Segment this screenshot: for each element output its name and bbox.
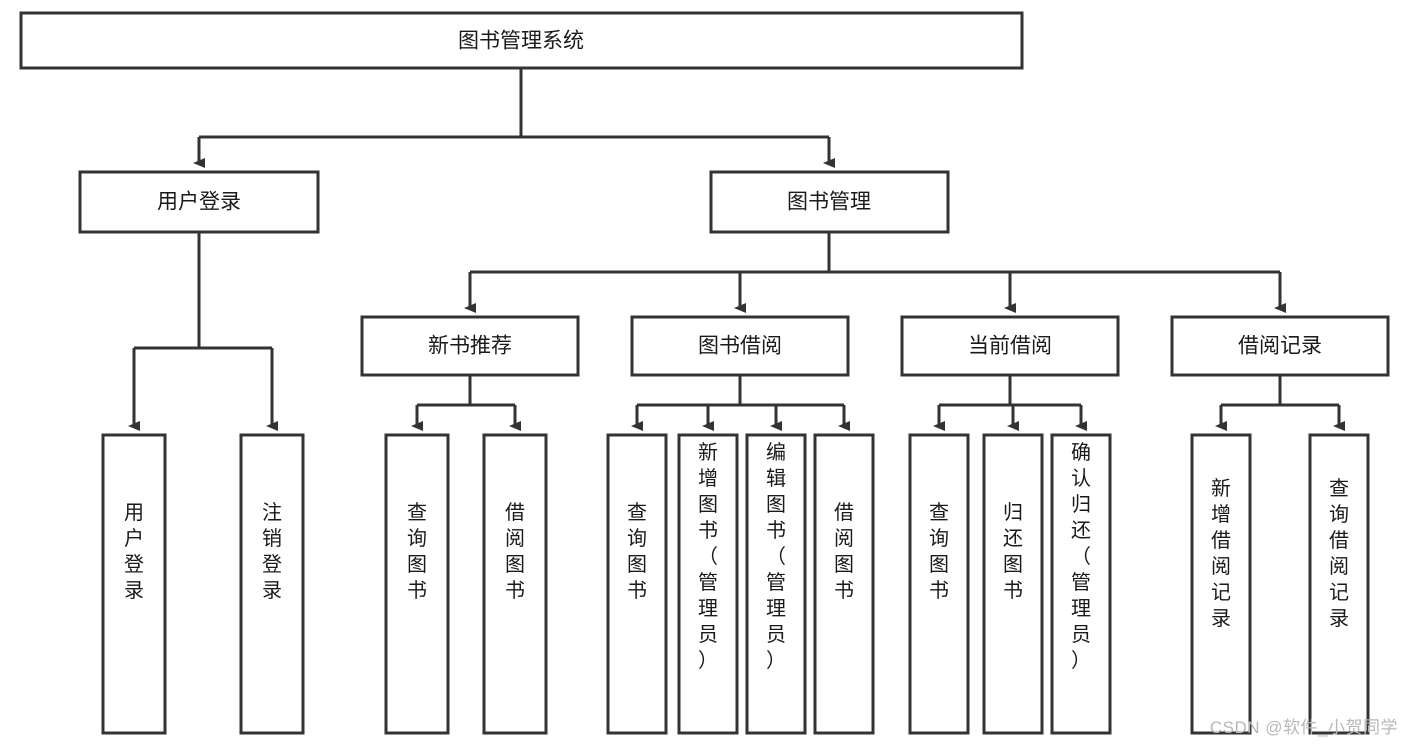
node-current-borrow[interactable]: 当前借阅 [900, 315, 1120, 377]
node-user-login[interactable]: 用户登录 [78, 170, 320, 234]
leaf-borrow-book-recommend-box[interactable] [482, 433, 548, 735]
leaf-return-book[interactable]: 归还图书 [982, 433, 1044, 735]
leaf-borrow-book[interactable]: 借阅图书 [813, 433, 875, 735]
leaf-add-book-admin-label: 新增图书（管理员） [698, 441, 718, 672]
leaf-confirm-return-admin[interactable]: 确认归还（管理员） [1050, 433, 1112, 735]
node-borrow-record-label: 借阅记录 [1238, 335, 1322, 358]
leaf-return-book-box[interactable] [982, 433, 1044, 735]
leaf-query-book-current[interactable]: 查询图书 [908, 433, 970, 735]
leaf-query-borrow-record[interactable]: 查询借阅记录 [1308, 433, 1370, 735]
leaf-query-book-current-label: 查询图书 [929, 501, 949, 602]
node-new-book-recommend-label: 新书推荐 [428, 335, 512, 358]
leaf-confirm-return-admin-box[interactable] [1050, 433, 1112, 735]
leaf-query-borrow-record-box[interactable] [1308, 433, 1370, 735]
node-user-login-box[interactable] [78, 170, 320, 234]
leaf-add-borrow-record-box[interactable] [1190, 433, 1252, 735]
node-book-borrow[interactable]: 图书借阅 [630, 315, 850, 377]
leaf-user-login[interactable]: 用户登录 [101, 433, 167, 735]
node-book-management[interactable]: 图书管理 [709, 170, 950, 234]
leaf-return-book-label: 归还图书 [1003, 501, 1023, 602]
leaf-query-book-current-box[interactable] [908, 433, 970, 735]
node-root-system-box[interactable] [19, 11, 1024, 70]
leaf-add-borrow-record[interactable]: 新增借阅记录 [1190, 433, 1252, 735]
leaf-borrow-book-box[interactable] [813, 433, 875, 735]
leaf-borrow-book-label: 借阅图书 [834, 501, 854, 602]
node-new-book-recommend[interactable]: 新书推荐 [360, 315, 580, 377]
node-book-borrow-box[interactable] [630, 315, 850, 377]
leaf-edit-book-admin-label: 编辑图书（管理员） [766, 441, 786, 672]
leaf-add-book-admin-box[interactable] [677, 433, 739, 735]
csdn-watermark: CSDN @软件_小贺同学 [1210, 718, 1398, 737]
leaf-query-book-recommend-box[interactable] [384, 433, 450, 735]
node-new-book-recommend-box[interactable] [360, 315, 580, 377]
node-current-borrow-label: 当前借阅 [968, 335, 1052, 358]
node-borrow-record[interactable]: 借阅记录 [1170, 315, 1390, 377]
leaf-query-book-borrow-label: 查询图书 [627, 501, 647, 602]
leaf-query-book-borrow[interactable]: 查询图书 [606, 433, 668, 735]
leaf-query-book-recommend-label: 查询图书 [407, 501, 427, 602]
leaf-edit-book-admin[interactable]: 编辑图书（管理员） [745, 433, 807, 735]
node-user-login-label: 用户登录 [157, 191, 241, 214]
leaf-user-login-label: 用户登录 [124, 502, 144, 602]
leaf-borrow-book-recommend[interactable]: 借阅图书 [482, 433, 548, 735]
leaf-query-book-recommend[interactable]: 查询图书 [384, 433, 450, 735]
leaf-edit-book-admin-box[interactable] [745, 433, 807, 735]
leaf-query-book-borrow-box[interactable] [606, 433, 668, 735]
node-book-management-box[interactable] [709, 170, 950, 234]
connector-layer [128, 68, 1345, 431]
leaf-borrow-book-recommend-label: 借阅图书 [505, 501, 525, 602]
node-book-borrow-label: 图书借阅 [698, 335, 782, 358]
node-root-system-label: 图书管理系统 [458, 30, 584, 53]
leaf-query-borrow-record-label: 查询借阅记录 [1329, 477, 1349, 630]
leaf-logout[interactable]: 注销登录 [239, 433, 305, 735]
node-current-borrow-box[interactable] [900, 315, 1120, 377]
node-book-management-label: 图书管理 [787, 191, 871, 214]
leaf-add-borrow-record-label: 新增借阅记录 [1211, 477, 1231, 630]
leaf-confirm-return-admin-label: 确认归还（管理员） [1071, 441, 1091, 672]
leaf-logout-box[interactable] [239, 433, 305, 735]
node-borrow-record-box[interactable] [1170, 315, 1390, 377]
leaf-logout-label: 注销登录 [262, 501, 282, 602]
node-root-system[interactable]: 图书管理系统 [19, 11, 1024, 70]
leaf-add-book-admin[interactable]: 新增图书（管理员） [677, 433, 739, 735]
leaf-user-login-box[interactable] [101, 433, 167, 735]
